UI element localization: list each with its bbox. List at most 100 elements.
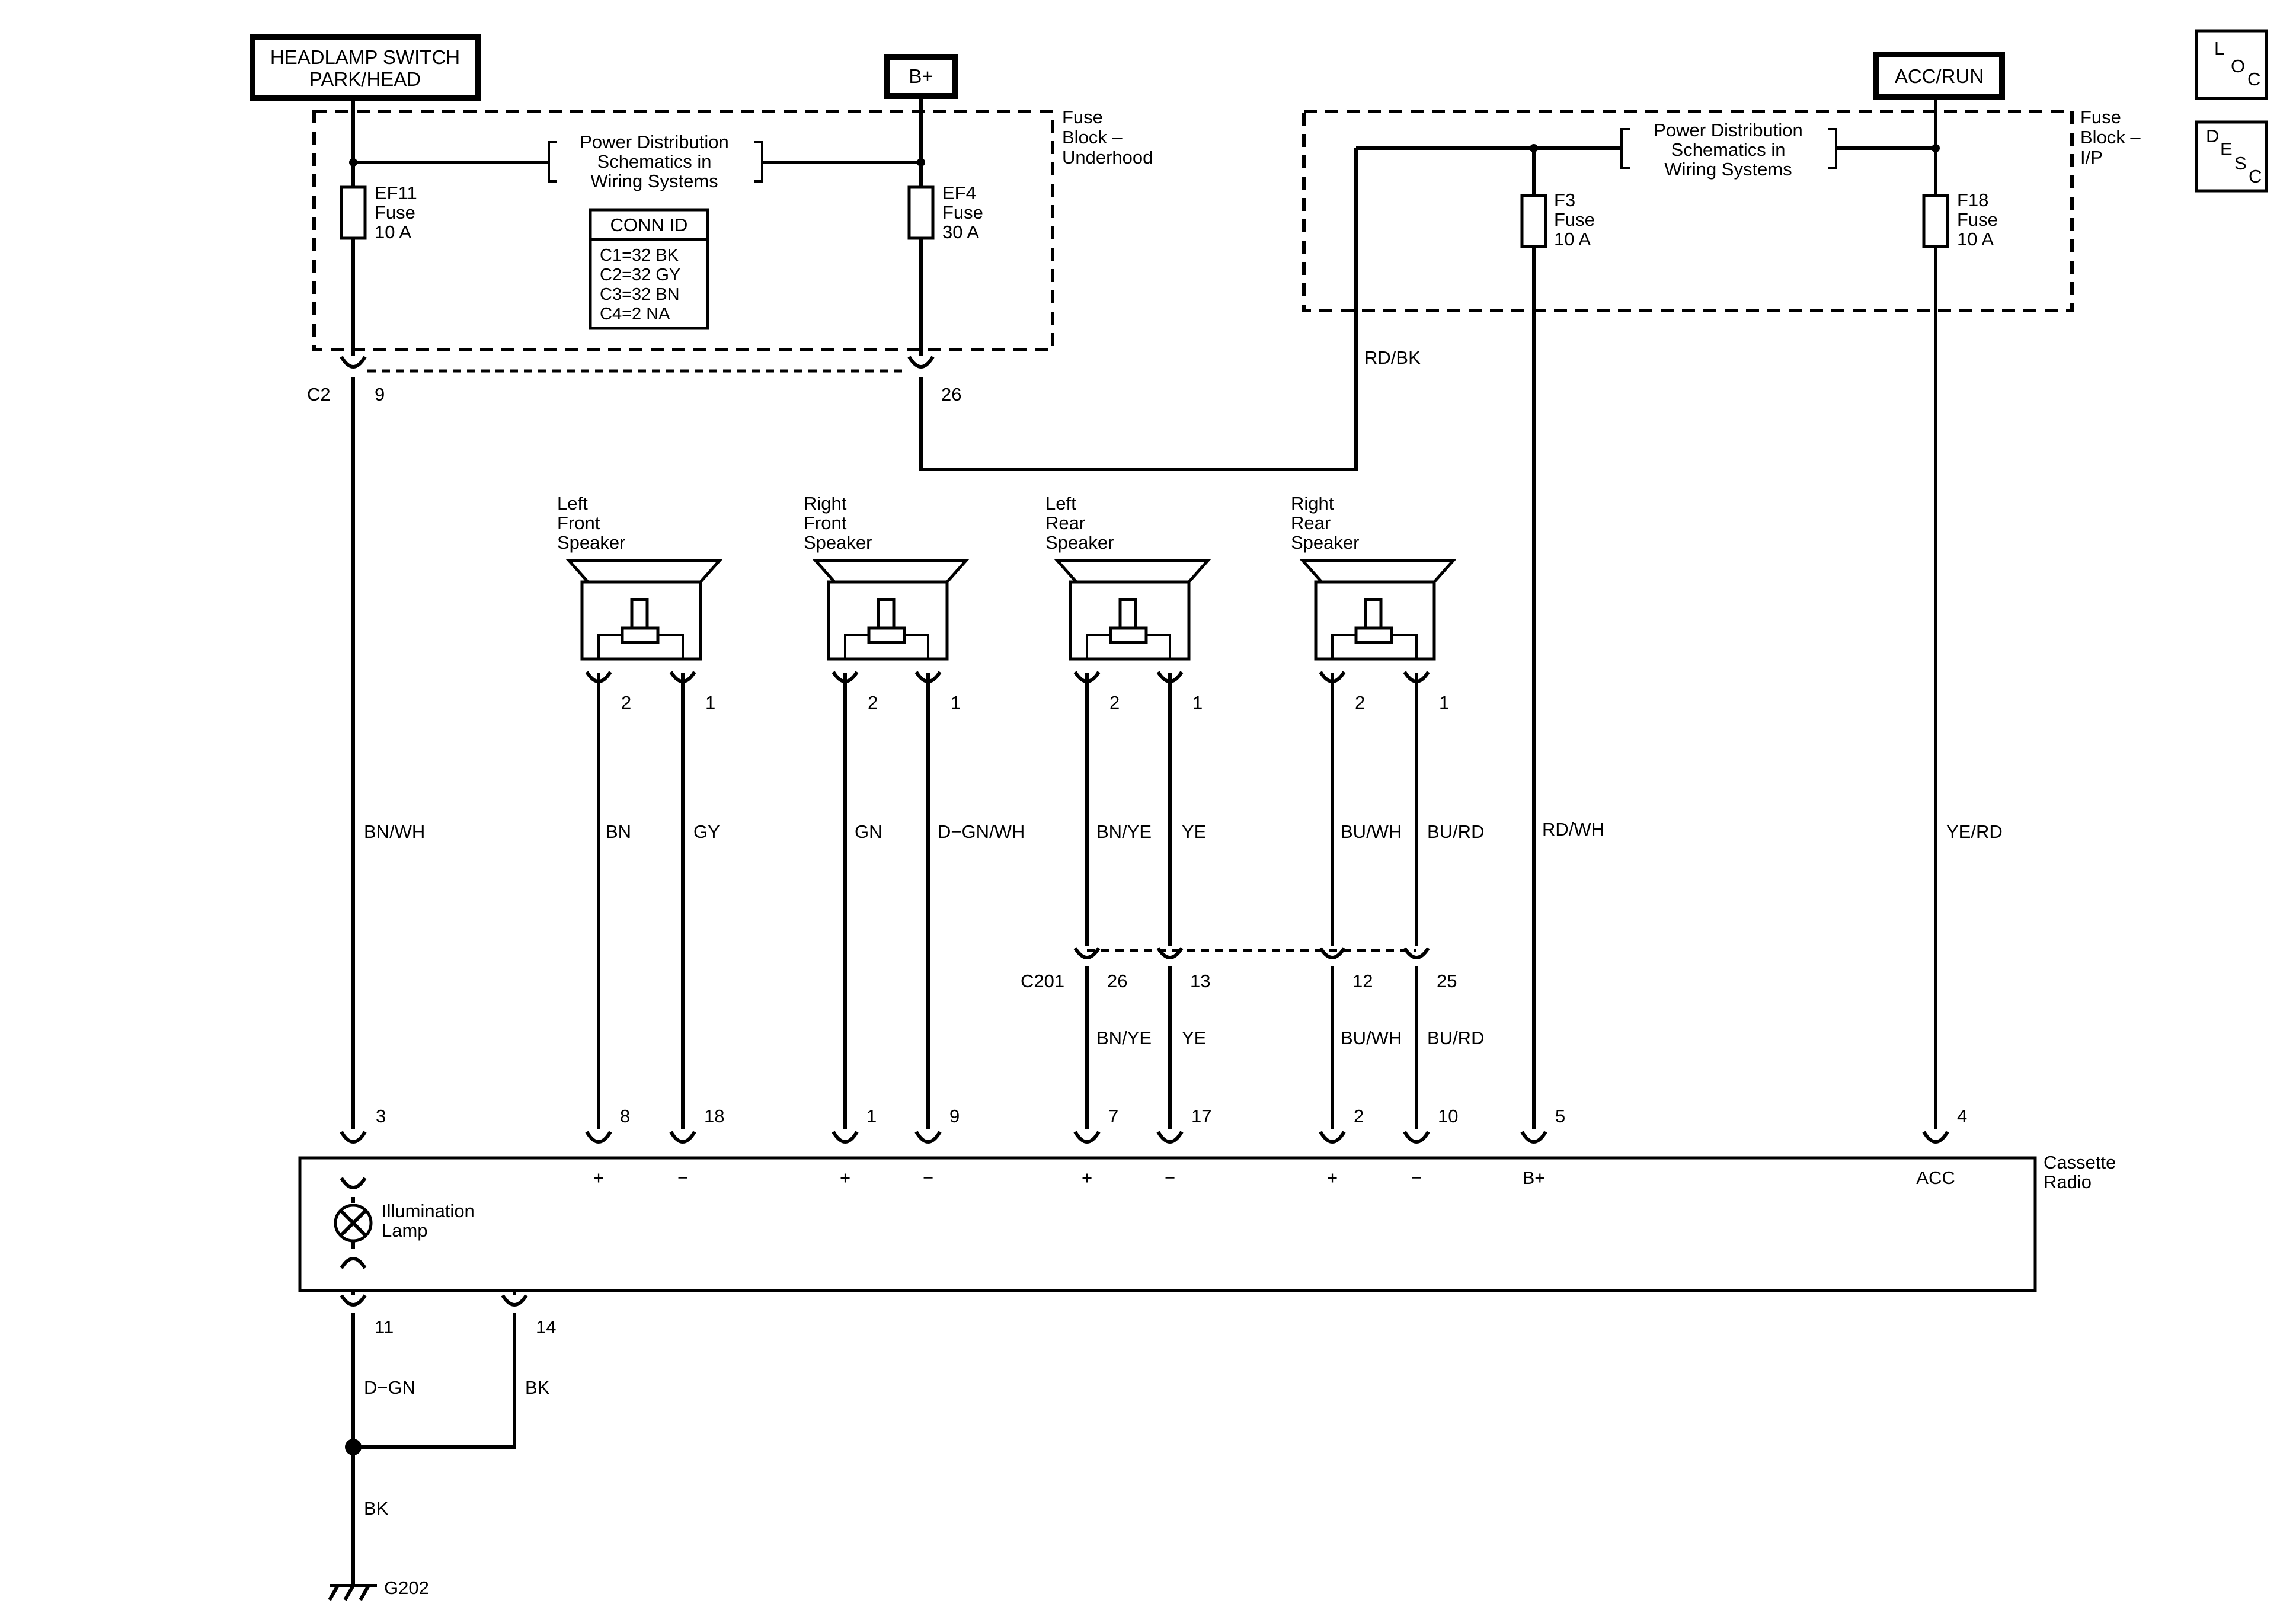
- wires: [345, 96, 1937, 1586]
- speaker-pin: 1: [705, 692, 715, 713]
- terminal-plus: +: [1327, 1167, 1338, 1188]
- speaker-name: Right: [1291, 493, 1334, 514]
- loc-letter-c: C: [2247, 69, 2260, 89]
- conn-id-table: CONN ID C1=32 BK C2=32 GY C3=32 BN C4=2 …: [589, 208, 709, 330]
- ip-note-3: Wiring Systems: [1664, 159, 1792, 180]
- terminal-plus: +: [840, 1167, 850, 1188]
- desc-letter-e: E: [2220, 139, 2233, 159]
- illumination-lamp-label-1: Illumination: [382, 1201, 475, 1221]
- speaker-name: Left: [1045, 493, 1076, 514]
- speaker-wire-label: BU/RD: [1427, 821, 1484, 842]
- speaker-wire-label: BN/YE: [1096, 1028, 1152, 1048]
- ip-note-1: Power Distribution: [1654, 120, 1803, 140]
- ip-note-2: Schematics in: [1671, 139, 1786, 160]
- fuse-block-underhood-label-3: Underhood: [1062, 147, 1153, 168]
- cassette-radio-label-2: Radio: [2044, 1172, 2092, 1192]
- speaker-pin: 2: [1109, 692, 1120, 713]
- loc-letter-l: L: [2214, 38, 2224, 59]
- speaker-left-front: Left Front Speaker 2 1 BN GY: [557, 493, 723, 1129]
- fuse-ef4-label-3: 30 A: [942, 222, 979, 242]
- connector-c201-label: C201: [1021, 971, 1064, 991]
- terminal-plus: +: [1082, 1167, 1092, 1188]
- radio-pin: 1: [866, 1106, 877, 1126]
- connector-c201: C201: [1021, 949, 1416, 991]
- fuse-f3-label-1: F3: [1554, 190, 1575, 210]
- radio-pin-14: 14: [536, 1317, 556, 1337]
- fuse-ef11-icon: [340, 185, 367, 240]
- cassette-radio: Cassette Radio + − + − + − + − B+ ACC Il…: [298, 1152, 2116, 1292]
- speaker-name: Speaker: [804, 532, 872, 553]
- terminal-minus: −: [1165, 1167, 1175, 1188]
- radio-pin-11: 11: [375, 1317, 394, 1337]
- connector-c2: C2 9 26: [307, 356, 961, 405]
- speaker-wire-label: GY: [693, 821, 720, 842]
- terminal-acc: ACC: [1916, 1167, 1955, 1188]
- radio-pin-cups: [340, 1131, 1949, 1144]
- radio-pin: 5: [1555, 1106, 1565, 1126]
- speaker-pin: 1: [951, 692, 961, 713]
- radio-pin: 4: [1957, 1106, 1967, 1126]
- radio-pin: 3: [376, 1106, 386, 1126]
- headlamp-switch-label-1: HEADLAMP SWITCH: [270, 46, 460, 68]
- speaker-name: Speaker: [1291, 532, 1359, 553]
- fuse-ef11-label-1: EF11: [375, 183, 417, 203]
- fuse-ef11-label-2: Fuse: [375, 202, 415, 223]
- speaker-left-rear: Left Rear Speaker 2 1 BN/YE YE 26 13 BN/…: [1045, 493, 1211, 1129]
- illumination-lamp-label-2: Lamp: [382, 1220, 428, 1241]
- speaker-wire-label: BN: [606, 821, 631, 842]
- desc-letter-c: C: [2249, 166, 2262, 187]
- speaker-name: Rear: [1045, 513, 1085, 533]
- conn-id-row: C3=32 BN: [600, 285, 680, 304]
- speaker-name: Rear: [1291, 513, 1331, 533]
- terminal-minus: −: [1411, 1167, 1422, 1188]
- fuse-f18-label-2: Fuse: [1957, 209, 1998, 230]
- speaker-pin: 1: [1439, 692, 1449, 713]
- desc-button[interactable]: D E S C: [2195, 120, 2268, 193]
- fuse-block-ip-label-1: Fuse: [2080, 107, 2121, 127]
- radio-pin: 17: [1191, 1106, 1211, 1126]
- wire-label-bk-ground: BK: [364, 1498, 389, 1519]
- fuse-ef11-label-3: 10 A: [375, 222, 411, 242]
- underhood-note-1: Power Distribution: [580, 132, 729, 152]
- speaker-name: Right: [804, 493, 847, 514]
- conn-id-title: CONN ID: [610, 215, 688, 235]
- fuse-f18-label-3: 10 A: [1957, 229, 1994, 249]
- speaker-name: Front: [557, 513, 600, 533]
- speaker-name: Front: [804, 513, 847, 533]
- fuse-ef4-label-1: EF4: [942, 183, 976, 203]
- connector-c2-pin-9: 9: [375, 384, 385, 405]
- underhood-note-2: Schematics in: [597, 151, 712, 172]
- speaker-pin: 2: [621, 692, 631, 713]
- speaker-icon: [812, 559, 970, 584]
- fuse-f18-icon: [1922, 194, 1949, 248]
- headlamp-switch-label-2: PARK/HEAD: [309, 68, 421, 90]
- acc-run-source: ACC/RUN: [1873, 52, 2005, 100]
- speaker-wire-label: GN: [855, 821, 882, 842]
- cassette-radio-label-1: Cassette: [2044, 1152, 2116, 1173]
- c201-pin: 26: [1107, 971, 1127, 991]
- bplus-source: B+: [884, 54, 958, 99]
- radio-pin: 10: [1438, 1106, 1458, 1126]
- speaker-right-rear: Right Rear Speaker 2 1 BU/WH BU/RD 12 25…: [1291, 493, 1484, 1129]
- loc-letter-o: O: [2231, 56, 2245, 76]
- wire-label-rd-wh: RD/WH: [1542, 819, 1604, 840]
- radio-pin: 9: [949, 1106, 960, 1126]
- terminal-minus: −: [677, 1167, 688, 1188]
- wire-label-d-gn: D−GN: [364, 1377, 415, 1398]
- terminal-minus: −: [923, 1167, 933, 1188]
- speaker-name: Speaker: [557, 532, 625, 553]
- wire-label-rd-bk: RD/BK: [1364, 347, 1421, 368]
- ground-g202: G202: [328, 1577, 429, 1601]
- loc-button[interactable]: L O C: [2195, 29, 2268, 100]
- fuse-f18-label-1: F18: [1957, 190, 1988, 210]
- fuse-f3-label-2: Fuse: [1554, 209, 1595, 230]
- speaker-wire-label: YE: [1182, 821, 1206, 842]
- speaker-wire-label: BN/YE: [1096, 821, 1152, 842]
- underhood-note-3: Wiring Systems: [590, 171, 718, 191]
- speaker-icon: [1299, 559, 1457, 584]
- connector-c2-pin-26: 26: [941, 384, 961, 405]
- speaker-wire-label: YE: [1182, 1028, 1206, 1048]
- c201-pin: 13: [1190, 971, 1210, 991]
- radio-pin: 18: [704, 1106, 724, 1126]
